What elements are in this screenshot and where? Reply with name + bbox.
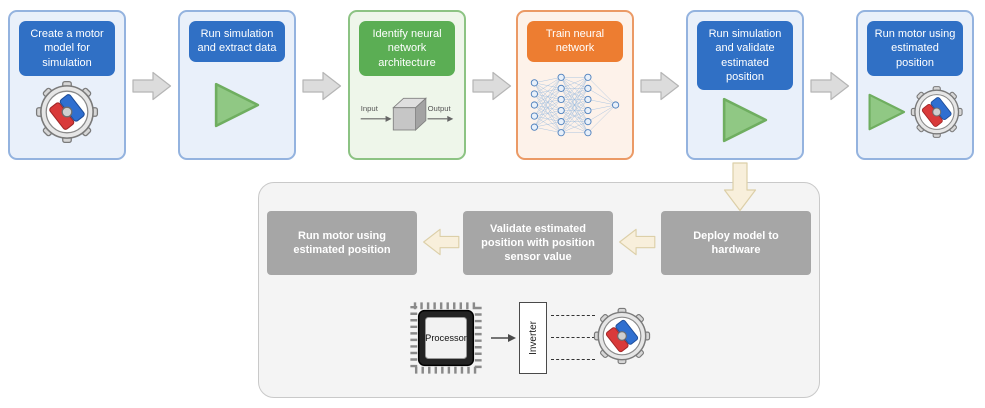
flow-arrow-right-icon [302,70,342,102]
step-run-motor-estimated-position: Run motor using estimated position [267,211,417,275]
card-run-simulation-extract-data: Run simulation and extract data [178,10,296,160]
motor-icon [35,80,99,144]
identify-network-architecture-button[interactable]: Identify neural network architecture [359,21,455,76]
card-create-motor-model: Create a motor model for simulation [8,10,126,160]
card-identify-network-architecture: Identify neural network architecture Inp… [348,10,466,160]
step-validate-estimated-position: Validate estimated position with positio… [463,211,613,275]
play-icon [721,96,769,144]
dashed-connection-line [551,337,595,338]
flow-arrow-right-icon [810,70,850,102]
flow-arrow-left-icon [618,227,656,257]
card-icon-area [19,76,115,149]
processor-chip-icon: Processor [410,302,482,374]
step-deploy-model-hardware: Deploy model to hardware [661,211,811,275]
motor-icon [593,307,651,365]
cube-output-label: Output [428,105,452,114]
play-icon [213,81,261,129]
card-icon-area [527,62,623,149]
run-simulation-validate-position-button[interactable]: Run simulation and validate estimated po… [697,21,793,91]
processor-label: Processor [425,333,467,343]
create-motor-model-button[interactable]: Create a motor model for simulation [19,21,115,76]
connector-arrow-icon [491,334,516,342]
hardware-deployment-panel: Run motor using estimated position Valid… [258,182,820,398]
card-train-neural-network: Train neural network [516,10,634,160]
cube-input-label: Input [361,105,379,114]
motor-icon [910,85,963,139]
card-icon-area [867,76,963,149]
flow-arrow-right-icon [640,70,680,102]
input-output-cube-icon: Input Output [360,97,454,132]
run-simulation-extract-data-button[interactable]: Run simulation and extract data [189,21,285,62]
neural-network-icon [530,74,620,137]
card-icon-area [697,90,793,149]
dashed-connection-line [551,359,595,360]
train-neural-network-button[interactable]: Train neural network [527,21,623,62]
card-icon-area [189,62,285,149]
flow-arrow-right-icon [132,70,172,102]
dashed-connection-line [551,315,595,316]
flow-arrow-down-icon [722,162,758,212]
card-icon-area: Input Output [359,76,455,149]
play-icon [867,92,907,132]
flow-arrow-left-icon [422,227,460,257]
inverter-box: Inverter [519,302,547,374]
flow-arrow-right-icon [472,70,512,102]
card-run-simulation-validate-position: Run simulation and validate estimated po… [686,10,804,160]
card-run-motor-estimated-position: Run motor using estimated position [856,10,974,160]
run-motor-estimated-position-button[interactable]: Run motor using estimated position [867,21,963,76]
inverter-label: Inverter [527,321,539,355]
